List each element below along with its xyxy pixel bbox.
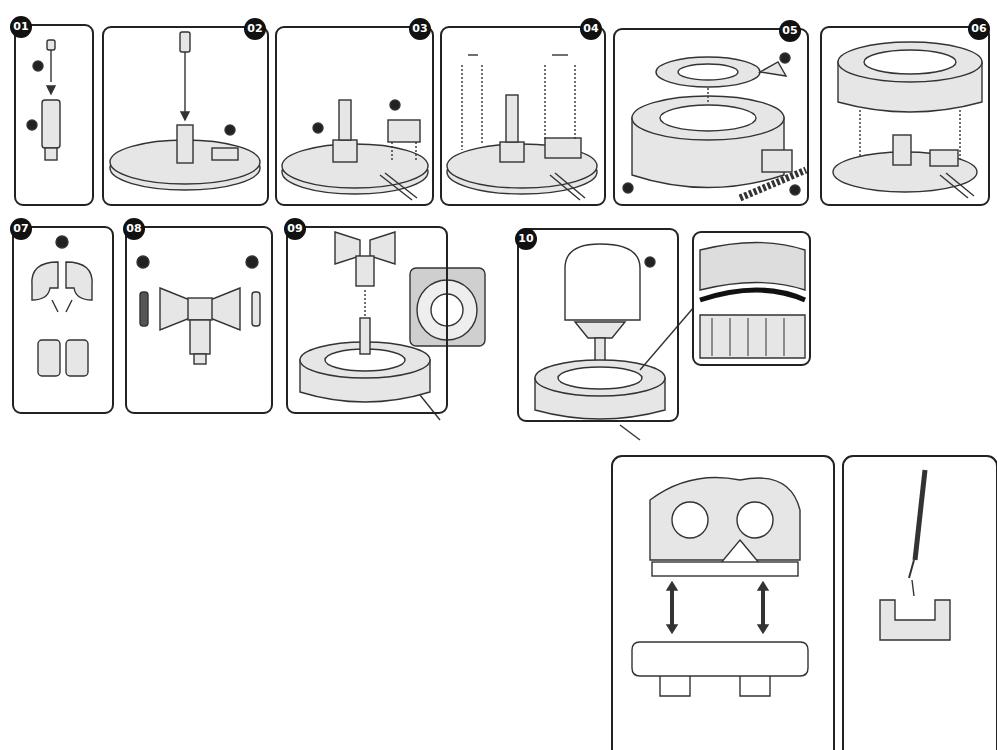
- step-panel: 09: [286, 226, 448, 414]
- step-number: 01: [10, 16, 32, 38]
- step-number: 08: [123, 218, 145, 240]
- step-panel: 04: [440, 26, 606, 206]
- step-number: 10: [515, 228, 537, 250]
- step-panel: 07: [12, 226, 114, 414]
- step-number: 09: [284, 218, 306, 240]
- step-number: 07: [10, 218, 32, 240]
- step-panel: 02: [102, 26, 269, 206]
- step-panel: 01: [14, 24, 94, 206]
- step-panel: 05: [613, 28, 809, 206]
- step-number: 06: [968, 18, 990, 40]
- step-panel: 10: [517, 228, 679, 422]
- step-number: 03: [409, 18, 431, 40]
- step-panel: 03: [275, 26, 434, 206]
- step-panel: 06: [820, 26, 990, 206]
- step-number: 04: [580, 18, 602, 40]
- step-number: 02: [244, 18, 266, 40]
- step-panel: 08: [125, 226, 273, 414]
- step-number: 05: [779, 20, 801, 42]
